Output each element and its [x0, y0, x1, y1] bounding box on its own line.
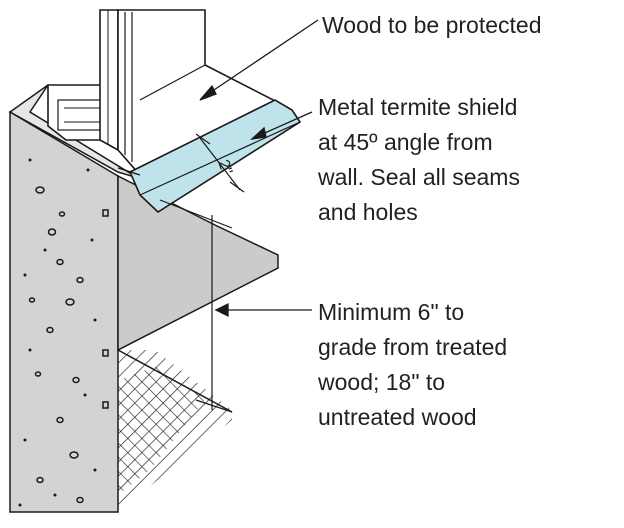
- label-termite-shield-line-1: Metal termite shield: [318, 94, 517, 120]
- dimension-2in: [195, 133, 245, 193]
- label-wood-to-be-protected: Wood to be protected: [322, 12, 542, 38]
- label-grade-line-1: Minimum 6" to: [318, 299, 464, 325]
- concrete-wall-side: [117, 174, 279, 352]
- wall-top-face: [8, 84, 139, 179]
- leader-shield: [250, 111, 313, 140]
- label-grade-line-2: grade from treated: [318, 334, 507, 360]
- dimension-label: 2": [214, 158, 235, 178]
- soil-grade-cross: [118, 365, 205, 495]
- stud: [99, 9, 119, 152]
- grade-dimension: [159, 199, 233, 413]
- label-grade-line-3: wood; 18" to: [317, 369, 445, 395]
- leader-grade: [214, 302, 312, 318]
- label-termite-shield-line-3: wall. Seal all seams: [317, 164, 520, 190]
- label-termite-shield-line-2: at 45º angle from: [318, 129, 493, 155]
- concrete-wall-front: [9, 110, 119, 513]
- concrete-aggregate: [28, 186, 109, 504]
- label-grade-line-4: untreated wood: [318, 404, 477, 430]
- leader-wood: [199, 19, 319, 101]
- concrete-dots: [18, 158, 97, 507]
- label-termite-shield-line-4: and holes: [318, 199, 418, 225]
